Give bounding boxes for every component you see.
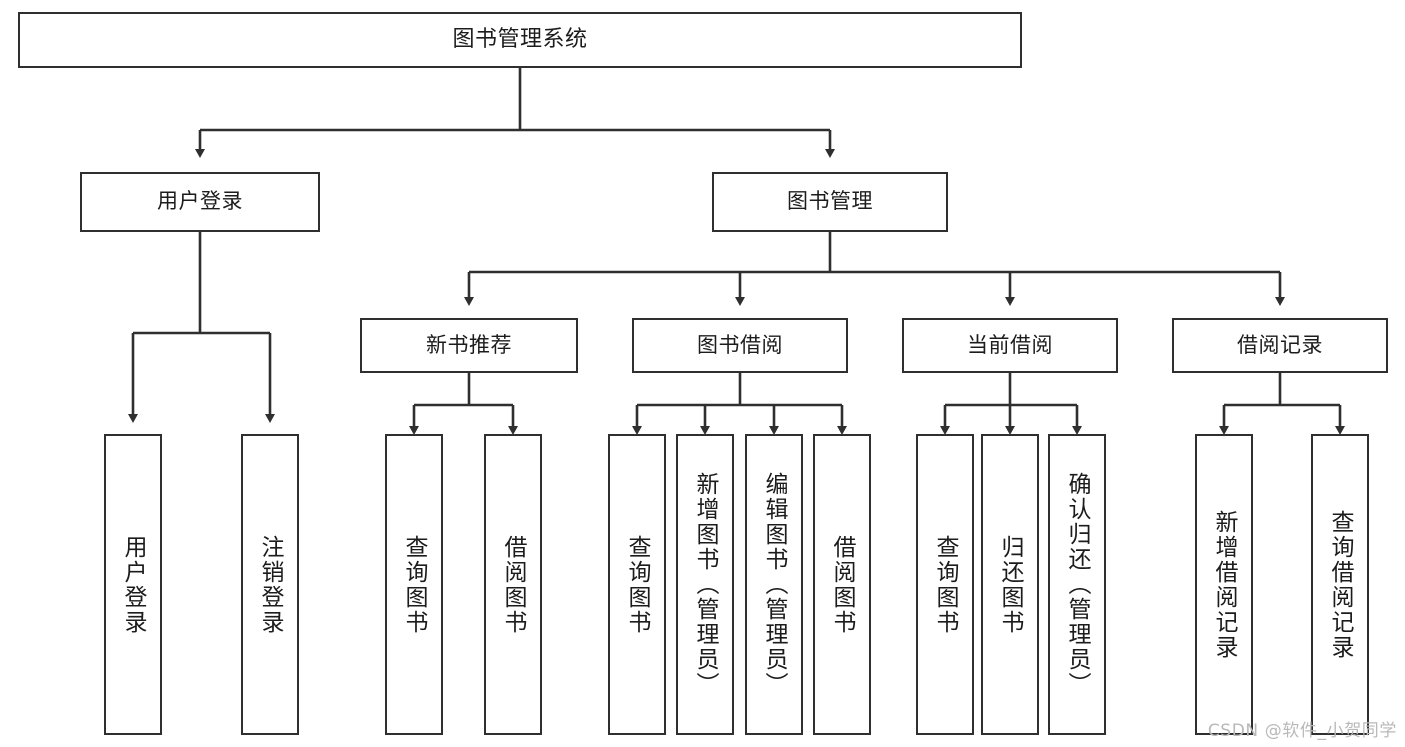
node-leaf-logout-login[interactable]: 注销登录	[241, 434, 299, 735]
node-leaf-query-book-rec-label: 查询图书	[401, 534, 428, 635]
node-leaf-borrow-book-rec[interactable]: 借阅图书	[484, 434, 542, 735]
node-leaf-edit-book-admin[interactable]: 编辑图书（管理员）	[745, 434, 803, 735]
node-new-book-recommend[interactable]: 新书推荐	[360, 318, 578, 373]
node-root-label: 图书管理系统	[452, 26, 588, 52]
node-leaf-add-borrow-record-label: 新增借阅记录	[1211, 509, 1238, 660]
node-current-borrow-label: 当前借阅	[967, 332, 1053, 357]
node-leaf-add-book-admin[interactable]: 新增图书（管理员）	[676, 434, 734, 735]
node-leaf-add-borrow-record[interactable]: 新增借阅记录	[1195, 434, 1253, 735]
node-leaf-borrow-book-rec-label: 借阅图书	[500, 534, 527, 635]
node-current-borrow[interactable]: 当前借阅	[902, 318, 1118, 373]
node-leaf-return-book[interactable]: 归还图书	[981, 434, 1039, 735]
node-leaf-query-book-current-label: 查询图书	[932, 534, 959, 635]
node-leaf-user-login-label: 用户登录	[120, 534, 147, 635]
node-leaf-confirm-return-admin-label: 确认归还（管理员）	[1064, 472, 1091, 697]
node-leaf-query-book-rec[interactable]: 查询图书	[385, 434, 443, 735]
node-leaf-return-book-label: 归还图书	[997, 534, 1024, 635]
node-book-borrow-label: 图书借阅	[697, 332, 783, 357]
node-user-login-label: 用户登录	[157, 189, 243, 214]
node-borrow-record-label: 借阅记录	[1237, 332, 1323, 357]
node-leaf-query-borrow-record-label: 查询借阅记录	[1327, 509, 1354, 660]
node-leaf-query-book-current[interactable]: 查询图书	[916, 434, 974, 735]
node-leaf-edit-book-admin-label: 编辑图书（管理员）	[761, 472, 788, 697]
node-leaf-query-borrow-record[interactable]: 查询借阅记录	[1311, 434, 1369, 735]
node-new-book-recommend-label: 新书推荐	[426, 332, 512, 357]
node-book-management-label: 图书管理	[787, 189, 873, 214]
node-leaf-query-book-borrow[interactable]: 查询图书	[608, 434, 666, 735]
node-leaf-borrow-book-label: 借阅图书	[829, 534, 856, 635]
node-leaf-borrow-book[interactable]: 借阅图书	[813, 434, 871, 735]
node-leaf-logout-login-label: 注销登录	[257, 534, 284, 635]
node-leaf-add-book-admin-label: 新增图书（管理员）	[692, 472, 719, 697]
node-borrow-record[interactable]: 借阅记录	[1172, 318, 1388, 373]
node-root[interactable]: 图书管理系统	[18, 12, 1022, 68]
node-user-login[interactable]: 用户登录	[80, 172, 320, 232]
node-book-borrow[interactable]: 图书借阅	[632, 318, 848, 373]
node-leaf-user-login[interactable]: 用户登录	[104, 434, 162, 735]
node-leaf-query-book-borrow-label: 查询图书	[624, 534, 651, 635]
node-leaf-confirm-return-admin[interactable]: 确认归还（管理员）	[1048, 434, 1106, 735]
node-book-management[interactable]: 图书管理	[712, 172, 948, 232]
